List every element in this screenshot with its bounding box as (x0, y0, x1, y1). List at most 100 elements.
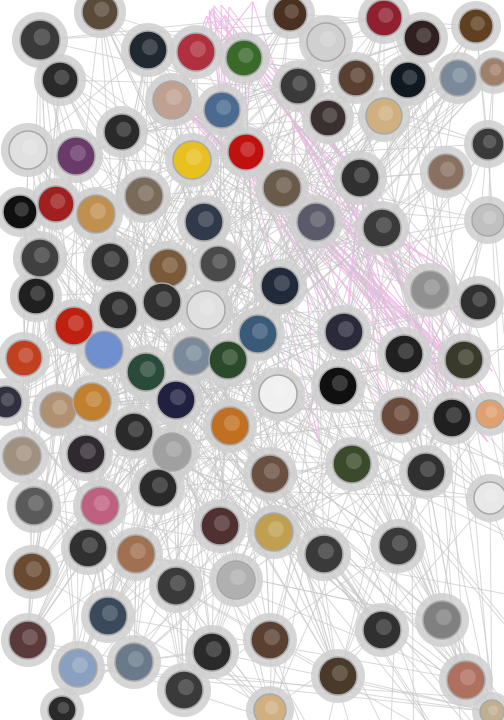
avatar-node[interactable] (384, 334, 424, 374)
avatar-node[interactable] (2, 194, 38, 230)
avatar-node[interactable] (227, 133, 265, 171)
avatar-node[interactable] (479, 57, 504, 87)
avatar-node[interactable] (479, 699, 504, 720)
avatar-node[interactable] (39, 391, 77, 429)
avatar-node[interactable] (250, 454, 290, 494)
avatar-node[interactable] (114, 642, 154, 682)
avatar-node[interactable] (365, 97, 403, 135)
avatar-node[interactable] (475, 399, 504, 429)
avatar-node[interactable] (199, 245, 237, 283)
avatar-node[interactable] (262, 168, 302, 208)
avatar-node[interactable] (250, 620, 290, 660)
avatar-node[interactable] (337, 59, 375, 97)
avatar-node[interactable] (19, 19, 61, 61)
avatar-node[interactable] (103, 113, 141, 151)
avatar-node[interactable] (200, 506, 240, 546)
avatar-node[interactable] (156, 380, 196, 420)
avatar-node[interactable] (253, 693, 287, 720)
avatar-node[interactable] (332, 444, 372, 484)
avatar-node[interactable] (340, 158, 380, 198)
avatar-node[interactable] (81, 0, 119, 31)
avatar-node[interactable] (203, 91, 241, 129)
avatar-node[interactable] (2, 436, 42, 476)
avatar-node[interactable] (272, 0, 308, 32)
avatar-node[interactable] (152, 80, 192, 120)
avatar-node[interactable] (210, 406, 250, 446)
avatar-node[interactable] (192, 632, 232, 672)
avatar-node[interactable] (8, 130, 48, 170)
avatar-node[interactable] (422, 600, 462, 640)
avatar-node[interactable] (406, 452, 446, 492)
avatar-node[interactable] (471, 203, 504, 237)
avatar-node[interactable] (459, 283, 497, 321)
avatar-node[interactable] (324, 312, 364, 352)
avatar-node[interactable] (5, 339, 43, 377)
avatar-node[interactable] (148, 248, 188, 288)
avatar-node[interactable] (128, 30, 168, 70)
avatar-node[interactable] (58, 648, 98, 688)
avatar-node[interactable] (124, 176, 164, 216)
avatar-node[interactable] (54, 306, 94, 346)
avatar-node[interactable] (172, 336, 212, 376)
avatar-node[interactable] (427, 153, 465, 191)
avatar-node[interactable] (279, 67, 317, 105)
avatar-node[interactable] (68, 528, 108, 568)
avatar-node[interactable] (304, 534, 344, 574)
avatar-node[interactable] (365, 0, 403, 37)
avatar-node[interactable] (260, 266, 300, 306)
avatar-node[interactable] (47, 695, 77, 720)
avatar-node[interactable] (20, 238, 60, 278)
avatar-node[interactable] (439, 59, 477, 97)
avatar-node[interactable] (98, 290, 138, 330)
avatar-node[interactable] (114, 412, 154, 452)
avatar-node[interactable] (76, 194, 116, 234)
avatar-node[interactable] (362, 208, 402, 248)
avatar-node[interactable] (80, 486, 120, 526)
avatar-node[interactable] (88, 596, 128, 636)
avatar-node[interactable] (152, 432, 192, 472)
avatar-node[interactable] (225, 39, 263, 77)
avatar-node[interactable] (309, 99, 347, 137)
avatar-node[interactable] (410, 270, 450, 310)
avatar-node[interactable] (296, 202, 336, 242)
avatar-node[interactable] (0, 385, 23, 419)
avatar-node[interactable] (172, 140, 212, 180)
avatar-node[interactable] (432, 398, 472, 438)
avatar-node[interactable] (176, 32, 216, 72)
avatar-node[interactable] (8, 620, 48, 660)
avatar-node[interactable] (41, 61, 79, 99)
avatar-node[interactable] (458, 8, 494, 44)
avatar-node[interactable] (444, 340, 484, 380)
avatar-node[interactable] (238, 314, 278, 354)
avatar-node[interactable] (142, 282, 182, 322)
avatar-node[interactable] (17, 277, 55, 315)
avatar-node[interactable] (378, 526, 418, 566)
avatar-node[interactable] (473, 481, 504, 515)
avatar-node[interactable] (471, 127, 504, 161)
avatar-node[interactable] (208, 340, 248, 380)
avatar-node[interactable] (186, 290, 226, 330)
avatar-node[interactable] (66, 434, 106, 474)
avatar-node[interactable] (156, 566, 196, 606)
avatar-node[interactable] (14, 486, 54, 526)
avatar-node[interactable] (258, 374, 298, 414)
avatar-node[interactable] (380, 396, 420, 436)
avatar-node[interactable] (216, 560, 256, 600)
avatar-node[interactable] (72, 382, 112, 422)
avatar-node[interactable] (318, 656, 358, 696)
avatar-node[interactable] (12, 552, 52, 592)
avatar-node[interactable] (56, 136, 96, 176)
avatar-node[interactable] (389, 61, 427, 99)
avatar-node[interactable] (90, 242, 130, 282)
selected-node[interactable] (84, 330, 124, 370)
avatar-node[interactable] (138, 468, 178, 508)
avatar-node[interactable] (318, 366, 358, 406)
avatar-node[interactable] (254, 512, 294, 552)
avatar-node[interactable] (306, 22, 346, 62)
avatar-node[interactable] (126, 352, 166, 392)
avatar-node[interactable] (164, 670, 204, 710)
avatar-node[interactable] (446, 660, 486, 700)
avatar-node[interactable] (362, 610, 402, 650)
avatar-node[interactable] (116, 534, 156, 574)
avatar-node[interactable] (403, 19, 441, 57)
